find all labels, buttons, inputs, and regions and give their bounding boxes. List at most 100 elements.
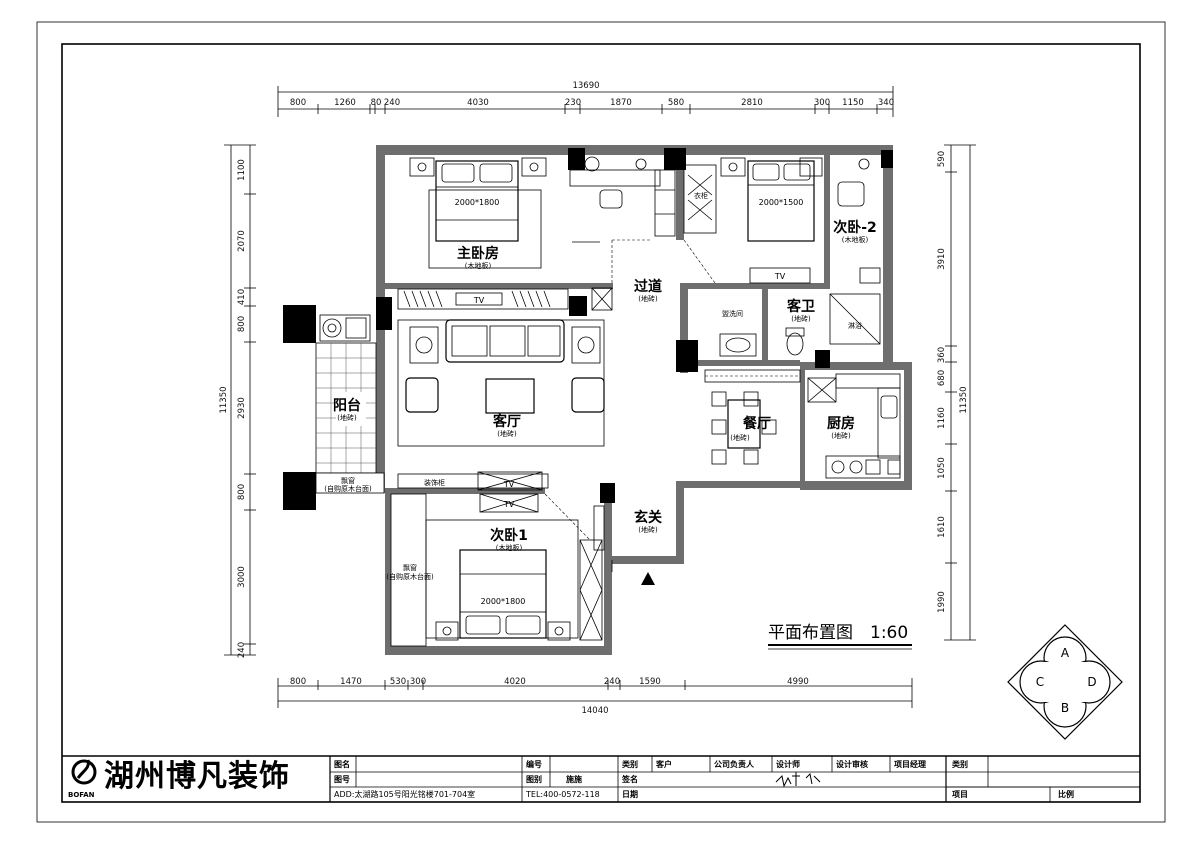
bed1-size: 2000*1800 — [481, 597, 526, 606]
right-dim-4: 680 — [937, 370, 947, 386]
title-block — [62, 755, 1140, 802]
balcony-bay-window-note: (自购原木台面) — [324, 484, 372, 493]
kitchen-fixtures — [825, 373, 901, 479]
living-name: 客厅 — [492, 413, 521, 430]
right-dim-8: 1990 — [937, 591, 947, 613]
left-dim-7: 3000 — [237, 566, 247, 588]
master-bed-size: 2000*1800 — [455, 198, 500, 207]
tb-address: ADD:太湖路105号阳光铭楼701-704室 — [334, 789, 475, 799]
dining-name: 餐厅 — [742, 415, 771, 432]
entry-name: 玄关 — [634, 509, 662, 526]
wash-room-label: 盥洗间 — [722, 309, 743, 318]
entrance-arrow-icon — [641, 572, 655, 585]
bottom-dim-7: 1590 — [639, 677, 661, 687]
right-dim-6: 1050 — [937, 457, 947, 479]
tb-project-manager: 项目经理 — [894, 759, 926, 769]
tb-drawing-no: 图号 — [334, 775, 350, 784]
left-dim-2: 2070 — [237, 230, 247, 252]
left-dim-5: 2930 — [237, 397, 247, 419]
corridor-name: 过道 — [634, 278, 662, 295]
compass-b: B — [1061, 701, 1069, 715]
top-dim-9: 2810 — [741, 98, 763, 108]
columns — [283, 148, 893, 510]
tb-company-head: 公司负责人 — [714, 759, 755, 769]
bottom-dim-6: 240 — [604, 677, 620, 687]
master-bedroom-name: 主卧房 — [457, 245, 499, 262]
compass-a: A — [1061, 646, 1070, 660]
bottom-total-dim: 14040 — [581, 706, 608, 716]
wardrobe-label: 衣柜 — [694, 191, 708, 200]
right-total-dim: 11350 — [959, 386, 969, 413]
left-dim-6: 800 — [237, 484, 247, 500]
tb-design-review: 设计审核 — [836, 759, 868, 769]
balcony — [315, 314, 385, 494]
tb-category: 图别 — [526, 775, 542, 784]
tb-item: 项目 — [952, 790, 968, 799]
dining-furniture — [704, 369, 837, 465]
right-dim-1: 590 — [937, 151, 947, 167]
bedroom2-floor: (木地板) — [842, 235, 869, 244]
top-dim-8: 580 — [668, 98, 684, 108]
bedroom1-name: 次卧1 — [490, 527, 528, 544]
bedroom2-name: 次卧-2 — [833, 219, 877, 236]
bedroom2-furniture — [683, 157, 881, 284]
bottom-dim-1: 800 — [290, 677, 306, 687]
bottom-dim-3: 530 — [390, 677, 406, 687]
top-dim-2: 1260 — [334, 98, 356, 108]
tb-type: 类别 — [622, 759, 638, 769]
tb-designer: 设计师 — [776, 759, 800, 769]
kitchen-name: 厨房 — [827, 415, 855, 432]
designer-signature — [775, 772, 821, 788]
bottom-dim-4: 300 — [410, 677, 426, 687]
kitchen-floor: (地砖) — [831, 431, 851, 440]
brand-name: 湖州博凡装饰 — [104, 759, 290, 794]
walls — [376, 145, 912, 655]
master-tv-label: TV — [473, 296, 485, 305]
top-dim-7: 1870 — [610, 98, 632, 108]
top-dimensions: 13690 800 1260 80 240 4030 230 1870 580 … — [277, 81, 894, 117]
right-dim-7: 1610 — [937, 516, 947, 538]
left-dimensions: 1100 2070 410 800 2930 800 3000 240 1135… — [219, 144, 256, 658]
dining-floor: (地砖) — [730, 433, 750, 442]
right-dimensions: 590 3910 360 680 1160 1050 1610 1990 113… — [937, 144, 976, 641]
bedroom1-floor: (木地板) — [496, 543, 523, 552]
balcony-floor: (地砖) — [337, 413, 357, 422]
bed2-size: 2000*1500 — [759, 198, 804, 207]
bottom-dim-8: 4990 — [787, 677, 809, 687]
right-dim-3: 360 — [937, 347, 947, 363]
tb-category-value: 施施 — [566, 774, 582, 784]
balcony-bay-window: 飘窗 — [341, 476, 355, 485]
living-floor: (地砖) — [497, 429, 517, 438]
top-dim-3: 80 — [371, 98, 382, 108]
top-dim-11: 1150 — [842, 98, 864, 108]
corridor-door-swing — [611, 239, 650, 283]
left-dim-1: 1100 — [237, 159, 247, 181]
bed2-tv-label: TV — [774, 272, 786, 281]
tb-sign: 签名 — [621, 774, 638, 784]
bottom-dim-2: 1470 — [340, 677, 362, 687]
plan-scale: 1:60 — [870, 623, 908, 643]
guest-bath-floor: (地砖) — [791, 314, 811, 323]
living-tv-label: TV — [503, 480, 515, 489]
bottom-dimensions: 800 1470 530 300 4020 240 1590 4990 1404… — [277, 677, 913, 716]
living-furniture — [397, 319, 605, 491]
left-total-dim: 11350 — [219, 386, 229, 413]
top-dim-5: 4030 — [467, 98, 489, 108]
inner-frame — [61, 43, 1141, 803]
outer-frame — [36, 21, 1166, 823]
bottom-dim-5: 4020 — [504, 677, 526, 687]
master-bedroom-furniture — [397, 156, 676, 311]
bedroom1-furniture — [390, 493, 603, 647]
right-dim-2: 3910 — [937, 248, 947, 270]
entry-fixtures — [544, 493, 655, 585]
shower-label: 淋浴 — [848, 321, 862, 330]
tb-tel: TEL:400-0572-118 — [525, 790, 600, 799]
right-dim-5: 1160 — [937, 407, 947, 429]
top-total-dim: 13690 — [572, 81, 599, 91]
top-dim-10: 300 — [814, 98, 830, 108]
tb-serial: 编号 — [526, 759, 542, 769]
brand-en: BOFAN — [68, 791, 95, 799]
top-dim-1: 800 — [290, 98, 306, 108]
entry-floor: (地砖) — [638, 525, 658, 534]
left-dim-3: 410 — [237, 289, 247, 305]
